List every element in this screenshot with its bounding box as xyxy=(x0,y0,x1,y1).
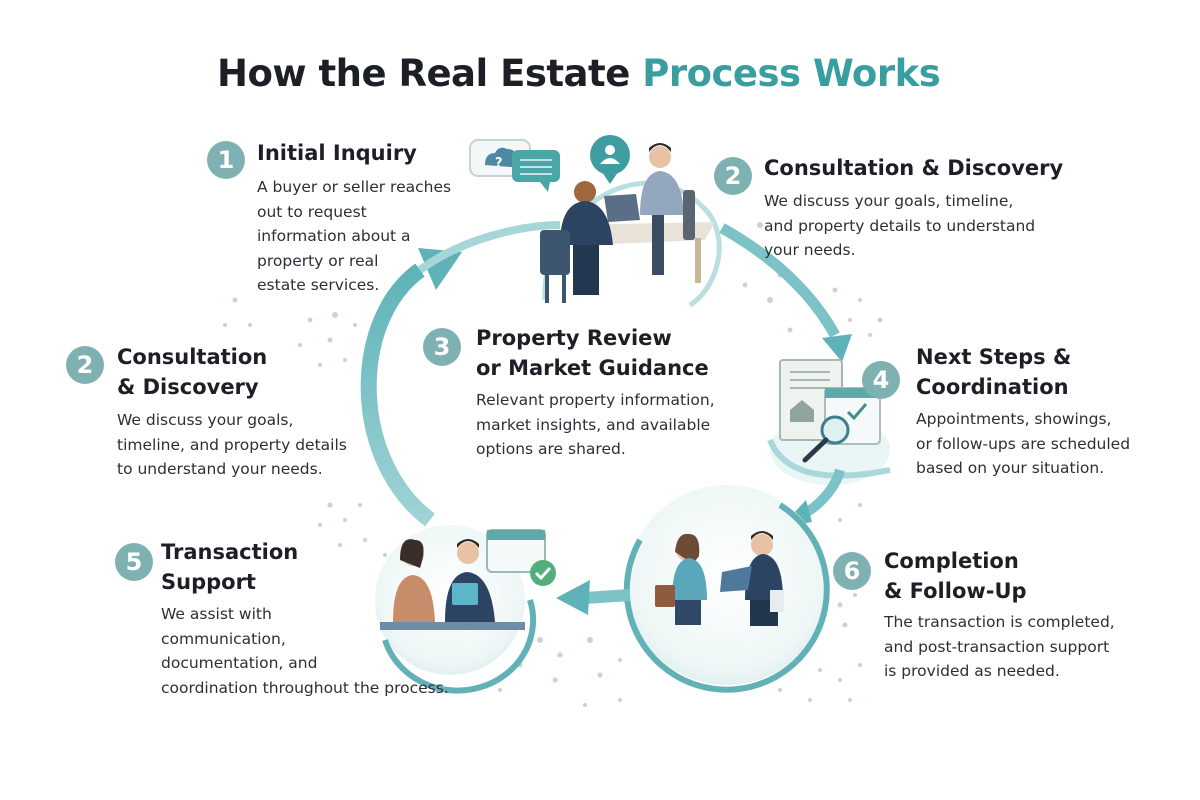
svg-text:?: ? xyxy=(495,156,503,171)
handshake-illustration-transaction xyxy=(375,525,556,694)
calendar-search-illustration xyxy=(767,359,891,485)
step-title-consultation-left: Consultation& Discovery xyxy=(117,345,268,399)
check-badge-icon xyxy=(530,560,556,586)
step-badge-2-left: 2 xyxy=(66,346,104,384)
step-badge-3: 3 xyxy=(423,328,461,366)
house-icon xyxy=(790,400,814,422)
step-description-consultation-top: We discuss your goals, timeline,and prop… xyxy=(764,192,1036,259)
step-description-consultation-left: We discuss your goals,timeline, and prop… xyxy=(117,411,347,478)
step-badge-1: 1 xyxy=(207,141,245,179)
arrow-head-icon xyxy=(556,580,590,615)
cloud-question-icon xyxy=(485,147,517,167)
step-badge-2-top: 2 xyxy=(714,157,752,195)
cycle-arrow-bottom xyxy=(556,580,631,615)
step-title-next-steps: Next Steps &Coordination xyxy=(916,345,1072,399)
step-title-consultation-top: Consultation & Discovery xyxy=(764,156,1064,180)
step-badge-6: 6 xyxy=(833,552,871,590)
step-badge-5: 5 xyxy=(115,543,153,581)
cycle-arrow-left xyxy=(360,248,462,527)
magnifier-icon xyxy=(820,415,850,445)
step-badge-4: 4 xyxy=(862,361,900,399)
title-main: How the Real Estate xyxy=(217,52,630,95)
step-description-next-steps: Appointments, showings,or follow-ups are… xyxy=(916,410,1131,477)
arrow-head-icon xyxy=(822,334,852,362)
page-title: How the Real Estate Process Works xyxy=(217,52,941,95)
cycle-arrow-right-top xyxy=(719,223,852,362)
dot-pattern xyxy=(223,222,883,707)
step-title-initial-inquiry: Initial Inquiry xyxy=(257,141,417,165)
step-description-property-review: Relevant property information,market ins… xyxy=(476,391,715,458)
handshake-illustration-completion xyxy=(623,485,830,693)
meeting-illustration: ? xyxy=(417,135,722,308)
step-title-completion: Completion& Follow-Up xyxy=(884,549,1027,603)
title-accent: Process Works xyxy=(642,52,941,95)
arrow-head-icon xyxy=(418,248,462,290)
step-description-completion: The transaction is completed,and post-tr… xyxy=(884,613,1115,680)
check-icon xyxy=(846,403,868,421)
